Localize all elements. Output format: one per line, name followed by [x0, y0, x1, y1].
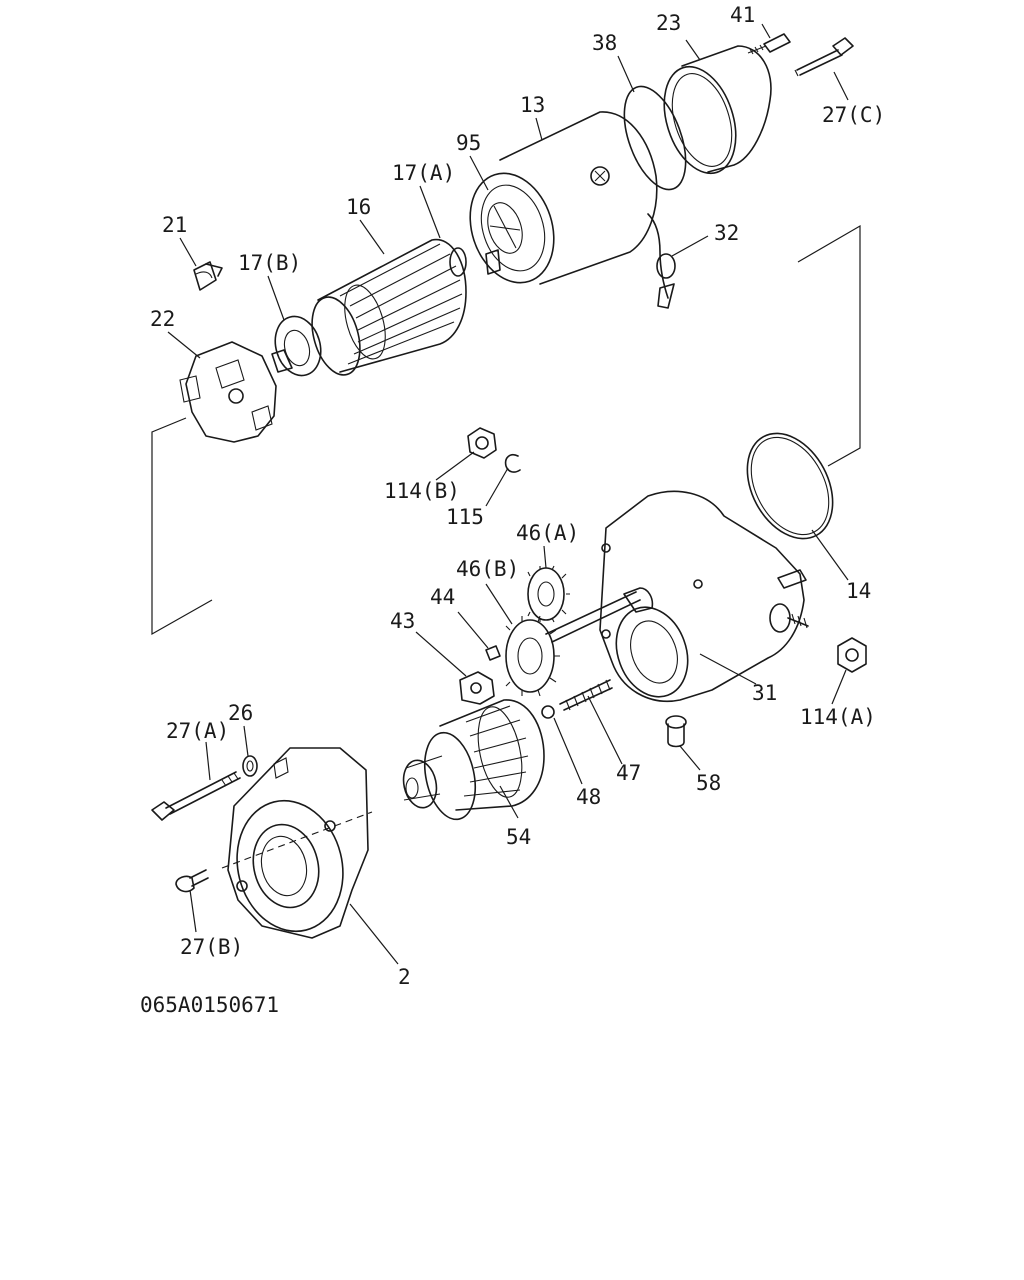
part-31-center-housing[interactable] [599, 490, 807, 706]
callout-27a: 27(A) [166, 719, 229, 743]
part-46b-gear[interactable] [505, 615, 560, 697]
callout-46a: 46(A) [516, 521, 579, 545]
assembly-bracket-left [151, 417, 213, 636]
part-14-o-ring[interactable] [730, 419, 850, 554]
callout-95: 95 [456, 131, 481, 155]
callout-44: 44 [430, 585, 455, 609]
callout-13: 13 [520, 93, 545, 117]
part-27b-screw[interactable] [175, 869, 209, 893]
callout-54: 54 [506, 825, 531, 849]
callout-27c: 27(C) [822, 103, 885, 127]
callout-58: 58 [696, 771, 721, 795]
part-27c-long-bolt[interactable] [794, 37, 854, 77]
part-drive-shaft[interactable] [545, 591, 641, 643]
part-26-washer[interactable] [242, 755, 258, 777]
callout-32: 32 [714, 221, 739, 245]
part-46a-gear[interactable] [527, 565, 570, 623]
callout-26: 26 [228, 701, 253, 725]
part-16-armature[interactable] [304, 238, 467, 381]
callout-14: 14 [846, 579, 871, 603]
part-115-snap-ring[interactable] [504, 453, 521, 473]
part-terminal-stud[interactable] [769, 603, 809, 633]
part-2-drive-housing[interactable] [224, 747, 369, 943]
callout-21: 21 [162, 213, 187, 237]
callout-47: 47 [616, 761, 641, 785]
part-27a-bolt[interactable] [151, 771, 241, 821]
part-114a-nut[interactable] [837, 637, 867, 673]
part-23-end-cover[interactable] [652, 45, 772, 183]
part-114b-nut[interactable] [467, 427, 497, 459]
part-13-yoke[interactable] [457, 111, 658, 294]
callout-17a: 17(A) [392, 161, 455, 185]
callout-23: 23 [656, 11, 681, 35]
assembly-centerline [221, 811, 373, 869]
callout-16: 16 [346, 195, 371, 219]
part-58-plug[interactable] [665, 715, 687, 748]
callout-27b: 27(B) [180, 935, 243, 959]
callout-43: 43 [390, 609, 415, 633]
callout-38: 38 [592, 31, 617, 55]
part-32-lead-terminal[interactable] [647, 213, 676, 309]
part-22-brush-holder[interactable] [179, 341, 277, 443]
callout-48: 48 [576, 785, 601, 809]
part-48-steel-ball[interactable] [541, 705, 555, 719]
callout-labels: 41 23 38 13 27(C) 95 17(A) 16 21 17(B) 3… [150, 3, 885, 989]
leader-lines [167, 23, 849, 965]
diagram-reference-id: 065A0150671 [140, 993, 279, 1017]
part-17b-bearing[interactable] [269, 311, 328, 381]
part-41-small-bolt[interactable] [747, 33, 791, 55]
callout-41: 41 [730, 3, 755, 27]
callout-46b: 46(B) [456, 557, 519, 581]
part-44-pin[interactable] [485, 645, 501, 661]
assembly-bracket-right [797, 224, 861, 467]
part-47-spring[interactable] [559, 679, 613, 711]
part-54-pinion-clutch[interactable] [399, 699, 545, 824]
part-21-brush-spring[interactable] [193, 261, 223, 291]
part-95-inner-ring[interactable] [482, 198, 529, 257]
callout-114b: 114(B) [384, 479, 460, 503]
callout-22: 22 [150, 307, 175, 331]
callout-17b: 17(B) [238, 251, 301, 275]
callout-31: 31 [752, 681, 777, 705]
part-43-retainer[interactable] [459, 671, 495, 705]
callout-2: 2 [398, 965, 411, 989]
callout-114a: 114(A) [800, 705, 876, 729]
callout-115: 115 [446, 505, 484, 529]
part-38-o-ring[interactable] [612, 78, 698, 197]
